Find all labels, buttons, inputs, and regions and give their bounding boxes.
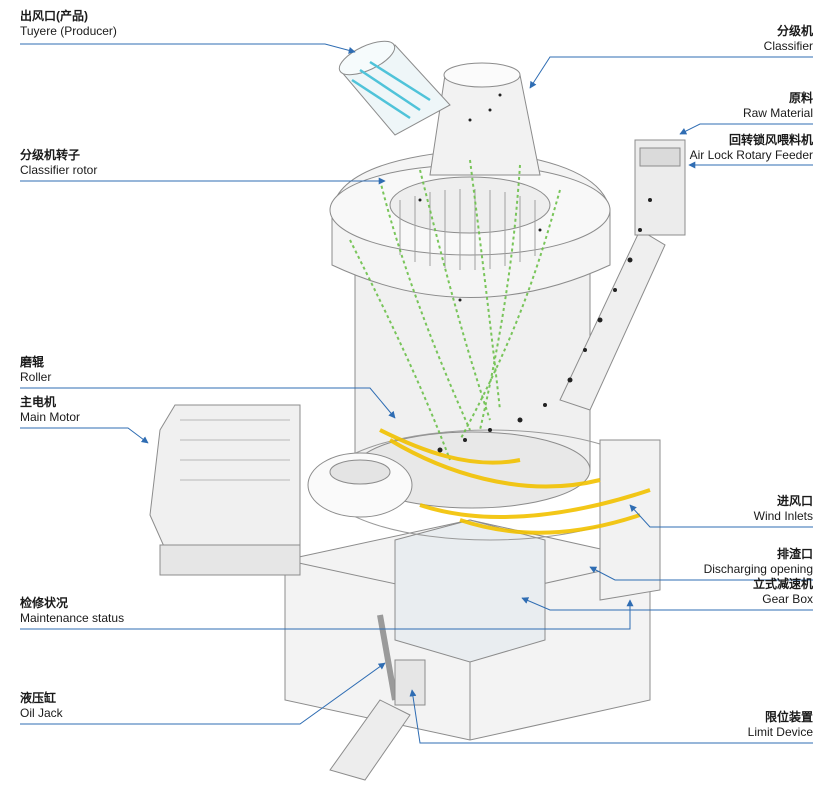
label-tuyere: 出风口(产品) Tuyere (Producer) <box>20 9 117 39</box>
label-oiljack-en: Oil Jack <box>20 706 63 720</box>
label-oil-jack: 液压缸 Oil Jack <box>20 691 63 721</box>
label-discharge-en: Discharging opening <box>703 562 813 576</box>
label-limit-en: Limit Device <box>747 725 813 739</box>
oil-jack <box>329 699 411 781</box>
label-classifier-en: Classifier <box>763 39 813 53</box>
main-motor <box>149 404 301 561</box>
leader-limit <box>409 689 813 744</box>
label-raw-zh: 原料 <box>788 91 813 105</box>
label-maintenance-en: Maintenance status <box>20 611 125 625</box>
label-roller-en: Roller <box>20 370 52 384</box>
label-gear-box: 立式减速机 Gear Box <box>753 577 813 607</box>
limit-device <box>394 659 426 706</box>
label-limit-device: 限位装置 Limit Device <box>748 710 813 740</box>
leader-wind <box>629 504 813 528</box>
label-feeder-en: Air Lock Rotary Feeder <box>689 148 813 162</box>
label-wind-inlets: 进风口 Wind Inlets <box>754 494 813 524</box>
leader-tuyere <box>20 43 356 54</box>
label-classifier-zh: 分级机 <box>776 24 813 38</box>
classifier-rotor <box>389 176 551 234</box>
leader-roller <box>20 387 396 419</box>
label-tuyere-en: Tuyere (Producer) <box>20 24 117 38</box>
label-limit-zh: 限位装置 <box>764 710 813 724</box>
label-roller-zh: 磨辊 <box>20 355 45 369</box>
leader-gearbox <box>521 597 813 611</box>
label-rotor-en: Classifier rotor <box>20 163 98 177</box>
label-tuyere-zh: 出风口(产品) <box>20 9 88 23</box>
label-motor-en: Main Motor <box>20 410 81 424</box>
label-classifier: 分级机 Classifier <box>764 24 813 54</box>
label-motor-zh: 主电机 <box>20 395 57 409</box>
label-discharge: 排渣口 Discharging opening <box>704 547 813 577</box>
label-rotor-zh: 分级机转子 <box>20 148 81 162</box>
label-raw-en: Raw Material <box>742 106 813 120</box>
label-oiljack-zh: 液压缸 <box>20 691 57 705</box>
label-maintenance: 检修状况 Maintenance status <box>20 596 124 626</box>
airflow-green <box>349 159 561 461</box>
label-feeder: 回转锁风喂料机 Air Lock Rotary Feeder <box>690 133 813 163</box>
label-raw-material: 原料 Raw Material <box>743 91 813 121</box>
label-gearbox-en: Gear Box <box>762 592 813 606</box>
leader-discharge <box>589 566 813 581</box>
mill-machine <box>149 40 686 781</box>
leader-lines <box>20 43 813 744</box>
airflow-yellow <box>379 428 651 535</box>
leader-raw <box>679 123 813 135</box>
leader-motor <box>20 427 149 444</box>
material-particles <box>418 93 652 453</box>
label-discharge-zh: 排渣口 <box>776 547 813 561</box>
leader-oiljack <box>20 662 386 725</box>
label-roller: 磨辊 Roller <box>20 355 51 385</box>
label-feeder-zh: 回转锁风喂料机 <box>728 133 813 147</box>
label-gearbox-zh: 立式减速机 <box>752 577 813 591</box>
label-wind-zh: 进风口 <box>776 494 813 508</box>
label-wind-en: Wind Inlets <box>753 509 813 523</box>
label-maintenance-zh: 检修状况 <box>20 596 69 610</box>
leader-classifier <box>529 56 813 89</box>
feeder-chute <box>559 229 666 411</box>
airflow-cyan <box>351 60 431 120</box>
label-main-motor: 主电机 Main Motor <box>20 395 80 425</box>
gear-box <box>394 519 546 663</box>
label-classifier-rotor: 分级机转子 Classifier rotor <box>20 148 97 178</box>
